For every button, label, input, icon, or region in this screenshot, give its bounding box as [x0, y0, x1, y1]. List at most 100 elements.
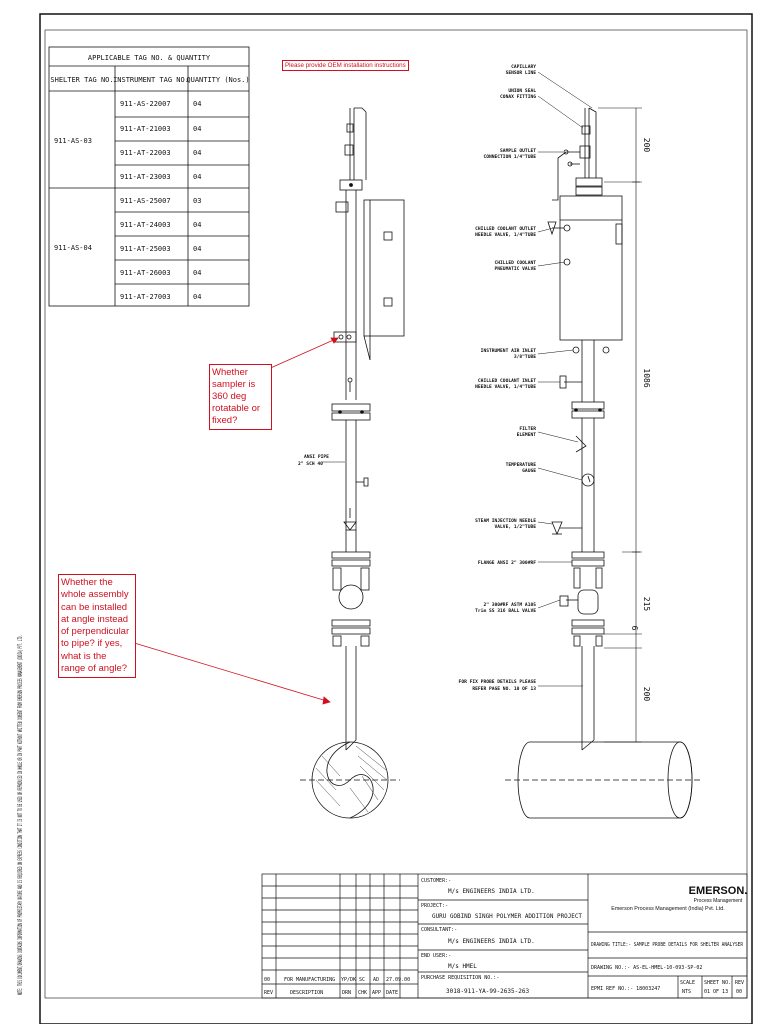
consultant-value: M/s ENGINEERS INDIA LTD. [448, 938, 535, 945]
enduser-value: M/s HMEL [448, 963, 477, 970]
label-filter-1: FILTER [519, 426, 536, 432]
label-ball-1: 2" 300#RF ASTM A105 [483, 602, 536, 608]
label-capillary-1: CAPILLARY [511, 64, 536, 70]
label-union-2: CONAX FITTING [500, 94, 536, 100]
instrument-tag: 911-AT-27003 [120, 293, 171, 301]
process-pipe [505, 741, 700, 819]
rev-row-chk: SC [359, 977, 365, 983]
label-steam-1: STEAM INJECTION NEEDLE [475, 518, 536, 524]
enduser-label: END USER:- [421, 953, 451, 959]
header-quantity: QUANTITY (Nos.) [186, 76, 249, 84]
left-side-view [331, 107, 405, 751]
title-block [261, 873, 748, 999]
emerson-logo: EMERSON. [689, 885, 748, 897]
instrument-tag: 911-AS-22007 [120, 100, 171, 108]
dim-200-top: 200 [642, 138, 651, 153]
label-fix-probe-1: FOR FIX PROBE DETAILS PLEASE [459, 679, 537, 685]
company-name: Emerson Process Management (India) Pvt. … [611, 906, 725, 912]
label-steam-2: VALVE, 1/2"TUBE [495, 524, 537, 530]
quantity: 03 [193, 197, 201, 205]
quantity: 04 [193, 125, 201, 133]
right-leaders [537, 71, 593, 687]
quantity: 04 [193, 269, 201, 277]
label-chilled-needle-1: CHILLED COOLANT OUTLET [475, 226, 536, 232]
label-sample-outlet-1: SAMPLE OUTLET [500, 148, 536, 154]
purchase-label: PURCHASE REQUISITION NO.:- [421, 975, 499, 981]
rev-head-date: DATE [386, 990, 398, 996]
label-chilled-needle-2: NEEDLE VALVE, 1/4"TUBE [475, 232, 536, 238]
shelter-tag: 911-AS-04 [54, 244, 92, 252]
instrument-tag: 911-AT-23003 [120, 173, 171, 181]
instrument-tag: 911-AT-21003 [120, 125, 171, 133]
scale-value: NTS [682, 989, 691, 995]
pipe-label-line1: ANSI PIPE [304, 454, 329, 460]
quantity: 04 [193, 221, 201, 229]
label-chilled-inlet-1: CHILLED COOLANT INLET [478, 378, 536, 384]
sheet-label: SHEET NO. [704, 980, 731, 986]
label-capillary-2: SENSOR LINE [506, 70, 537, 76]
label-temp-1: TEMPERATURE [506, 462, 537, 468]
rev-row-date: 27.09.00 [386, 977, 410, 983]
instrument-tag: 911-AT-25003 [120, 245, 171, 253]
rev-head-rev: REV [264, 990, 273, 996]
purchase-value: 3018-911-YA-99-2635-263 [446, 988, 529, 995]
drawing-number: DRAWING NO.:- AS-EL-HMEL-10-093-SP-02 [591, 965, 702, 971]
scale-label: SCALE [680, 980, 695, 986]
quantity: 04 [193, 245, 201, 253]
right-front-view [547, 107, 623, 751]
instrument-tag: 911-AT-22003 [120, 149, 171, 157]
drawing-title: DRAWING TITLE:- SAMPLE PROBE DETAILS FOR… [591, 942, 744, 948]
quantity: 04 [193, 100, 201, 108]
label-chilled-inlet-2: NEEDLE VALVE, 1/4"TUBE [475, 384, 536, 390]
rev-row-rev: 00 [264, 977, 270, 983]
label-fix-probe-2: REFER PAGE NO. 10 OF 13 [472, 686, 536, 692]
rev-head-chk: CHK [358, 990, 367, 996]
label-sample-outlet-2: CONNECTION 1/4"TUBE [483, 154, 536, 160]
tag-table-title: APPLICABLE TAG NO. & QUANTITY [88, 54, 211, 62]
instrument-tag: 911-AT-24003 [120, 221, 171, 229]
rev-head-description: DESCRIPTION [290, 990, 323, 996]
label-temp-2: GAUGE [522, 468, 536, 474]
instrument-tag: 911-AT-26003 [120, 269, 171, 277]
epmi-ref: EPMI REF NO.:- 18003247 [591, 986, 660, 992]
project-label: PROJECT:- [421, 903, 448, 909]
label-ball-2: Trim SS 316 BALL VALVE [475, 608, 536, 614]
project-value: GURU GOBIND SINGH POLYMER ADDITION PROJE… [432, 913, 582, 920]
header-shelter: SHELTER TAG NO. [50, 76, 113, 84]
dim-1086: 1086 [642, 368, 651, 387]
rev-row-description: FOR MANUFACTURING [284, 977, 335, 983]
rev-row-app: AD [373, 977, 379, 983]
sheet-value: 01 OF 13 [704, 989, 728, 995]
header-instrument: INSTRUMENT TAG NO. [113, 76, 189, 84]
label-air-inlet-2: 3/8"TUBE [514, 354, 536, 360]
pipe-cross-section [300, 741, 400, 819]
drawing-border [39, 13, 753, 1025]
label-air-inlet-1: INSTRUMENT AIR INLET [481, 348, 537, 354]
label-flange: FLANGE ANSI 2" 300#RF [478, 560, 536, 566]
label-union-1: UNION SEAL [508, 88, 536, 94]
rev-value: 00 [736, 989, 742, 995]
dim-6: 6 [630, 626, 639, 631]
label-chilled-pneu-2: PNEUMATIC VALVE [495, 266, 537, 272]
dimension-lines [598, 107, 642, 743]
quantity: 04 [193, 149, 201, 157]
proprietary-note: NOTE: THIS DOCUMENT/DRAWING CONTAINS INF… [18, 635, 24, 995]
emerson-sub: Process Management [694, 898, 743, 904]
rev-head-app: APP [372, 990, 381, 996]
tag-table [48, 46, 250, 307]
note-leaders [130, 337, 339, 705]
quantity: 04 [193, 293, 201, 301]
label-chilled-pneu-1: CHILLED COOLANT [495, 260, 537, 266]
dim-200-bottom: 200 [642, 687, 651, 702]
rev-row-drn: YP/DK [341, 977, 356, 983]
rotatable-note: Whether sampler is 360 deg rotatable or … [209, 364, 272, 430]
instrument-tag: 911-AS-25007 [120, 197, 171, 205]
customer-value: M/s ENGINEERS INDIA LTD. [448, 888, 535, 895]
oem-note: Please provide OEM installation instruct… [282, 60, 409, 71]
rev-head-drn: DRN [342, 990, 351, 996]
pipe-label-line2: 2" SCH 40 [298, 461, 323, 467]
angle-note: Whether the whole assembly can be instal… [58, 574, 136, 679]
consultant-label: CONSULTANT:- [421, 927, 457, 933]
